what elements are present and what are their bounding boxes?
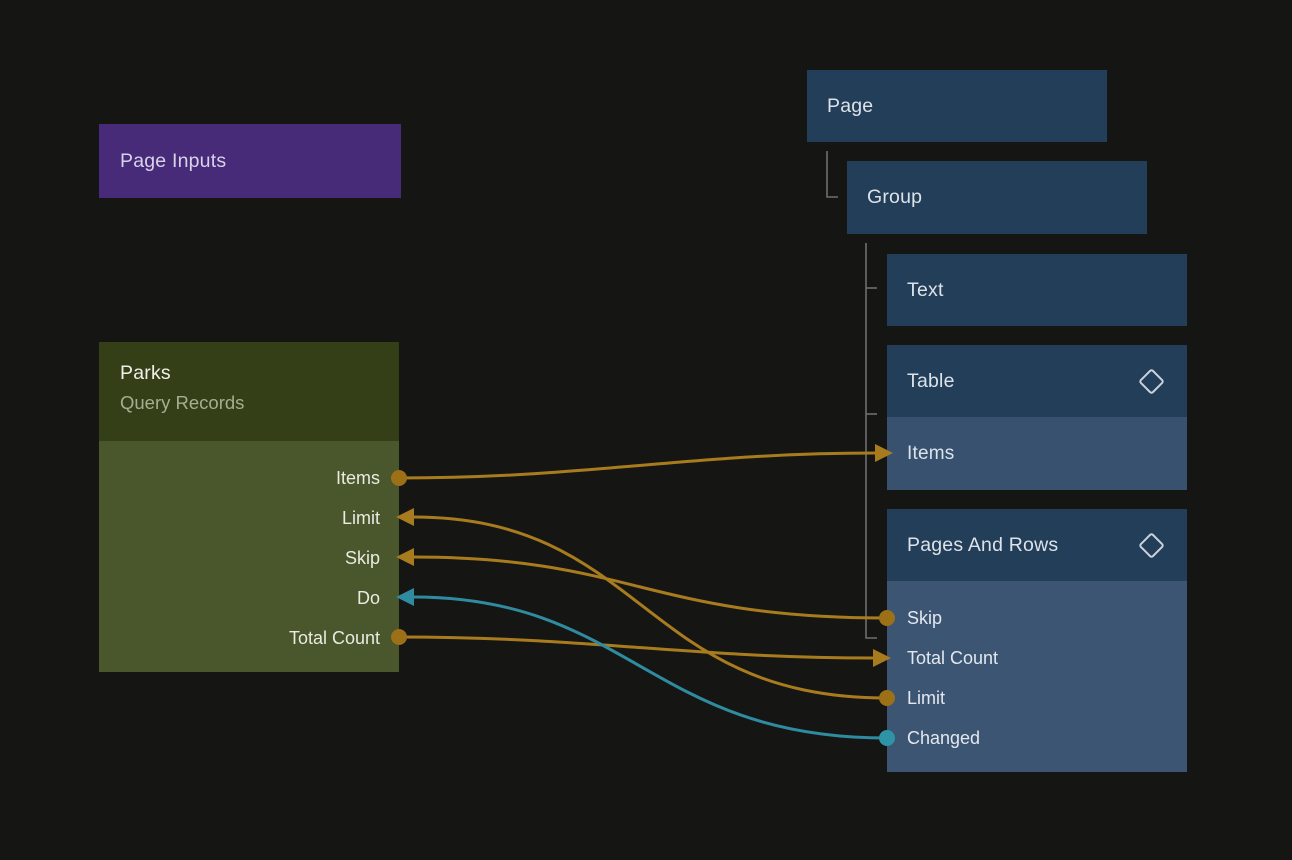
edge-parks-items-to-table-items[interactable] <box>398 451 877 480</box>
port-par-skip[interactable]: Skip <box>887 598 1187 638</box>
node-subtitle: Query Records <box>120 392 245 413</box>
edge-parks-totalcount-to-par-totalcount[interactable] <box>398 635 875 660</box>
node-title: Parks <box>120 362 171 384</box>
port-table-items[interactable]: Items <box>887 417 1187 490</box>
port-parks-limit[interactable]: Limit <box>99 498 399 538</box>
node-title: Table <box>907 369 955 392</box>
diamond-icon <box>1138 367 1165 395</box>
node-title: Group <box>867 186 923 208</box>
port-label: Total Count <box>907 648 999 668</box>
port-parks-skip[interactable]: Skip <box>99 538 399 578</box>
node-parks-header[interactable]: Parks Query Records <box>99 342 399 441</box>
node-pages-and-rows[interactable]: Pages And Rows <box>887 509 1187 581</box>
port-parks-total-count[interactable]: Total Count <box>99 618 399 658</box>
node-title: Page <box>827 94 874 117</box>
node-text[interactable]: Text <box>887 254 1187 326</box>
port-par-total-count[interactable]: Total Count <box>887 638 1187 678</box>
node-title: Text <box>907 278 944 301</box>
tree-line-group-children <box>865 243 877 639</box>
node-title: Pages And Rows <box>907 533 1059 556</box>
diamond-icon <box>1138 531 1165 559</box>
port-par-changed[interactable]: Changed <box>887 718 1187 758</box>
edge-par-changed-to-parks-do[interactable] <box>412 595 888 740</box>
port-label: Limit <box>341 508 380 528</box>
node-group[interactable]: Group <box>847 161 1147 234</box>
node-parks-ports[interactable]: Items Limit Skip Do Total Count <box>99 441 399 672</box>
node-page-inputs[interactable]: Page Inputs <box>99 124 401 198</box>
port-parks-items[interactable]: Items <box>99 458 399 498</box>
port-label: Limit <box>907 688 946 708</box>
tree-line-page-to-group <box>826 151 838 198</box>
node-pages-and-rows-ports[interactable]: Skip Total Count Limit Changed <box>887 581 1187 772</box>
port-label: Changed <box>907 728 981 748</box>
node-table[interactable]: Table <box>887 345 1187 417</box>
edge-par-limit-to-parks-limit[interactable] <box>412 515 888 700</box>
node-page[interactable]: Page <box>807 70 1107 142</box>
port-label: Total Count <box>288 628 380 648</box>
port-par-limit[interactable]: Limit <box>887 678 1187 718</box>
port-label: Do <box>356 588 380 608</box>
port-label: Skip <box>344 548 380 568</box>
port-label: Items <box>335 468 380 488</box>
port-label: Skip <box>907 608 943 628</box>
port-label: Items <box>907 442 955 464</box>
port-parks-do[interactable]: Do <box>99 578 399 618</box>
node-title: Page Inputs <box>120 149 227 172</box>
edge-par-skip-to-parks-skip[interactable] <box>412 555 888 620</box>
